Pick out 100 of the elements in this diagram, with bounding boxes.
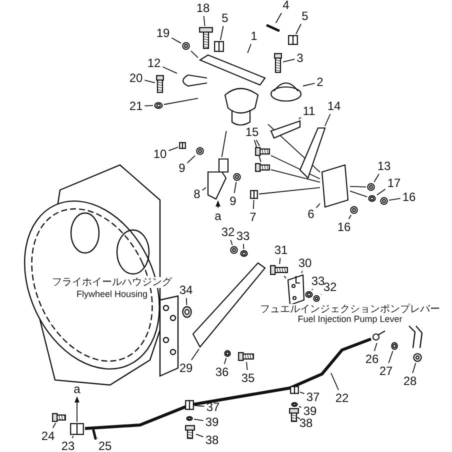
callout-number: 20	[128, 71, 144, 85]
leader-line	[220, 26, 224, 40]
callout-number: 12	[146, 56, 162, 70]
leader-line	[298, 117, 302, 120]
bolt-drawing	[199, 27, 213, 49]
nut-drawing	[196, 147, 204, 155]
pin-drawing	[266, 24, 280, 32]
clip-drawing	[179, 142, 186, 149]
callout-number: 9	[228, 194, 238, 208]
callout-number: 31	[273, 243, 289, 257]
bolt-drawing	[289, 408, 299, 422]
nut-drawing	[230, 246, 238, 254]
leader-line	[191, 348, 200, 360]
leader-line	[196, 434, 204, 438]
leader-line	[72, 436, 74, 438]
bolt-drawing	[255, 147, 270, 156]
callout-number: 35	[240, 371, 256, 385]
callout-number: 8	[192, 187, 202, 201]
leader-line	[202, 187, 206, 191]
nut-drawing	[182, 42, 190, 50]
leader-line	[301, 270, 303, 274]
leader-line	[348, 214, 352, 220]
assembly-line	[258, 187, 320, 194]
callout-number: 23	[60, 439, 76, 452]
nut-drawing	[313, 295, 320, 302]
leader-line	[376, 188, 386, 196]
washer-drawing	[391, 342, 398, 350]
arrow	[74, 396, 80, 422]
callout-number: 37	[305, 390, 321, 404]
bolt-drawing	[185, 425, 195, 439]
callout-number: 1	[250, 29, 258, 43]
assembly-line	[164, 98, 198, 105]
part-name-label: Flywheel Housing	[75, 290, 149, 300]
callout-number: 34	[178, 283, 194, 297]
nut-drawing	[233, 173, 241, 181]
leader-line	[162, 66, 178, 74]
lever-drawing	[207, 158, 229, 200]
callout-number: 39	[302, 404, 318, 418]
callout-number: 19	[155, 26, 171, 40]
plate-drawing	[321, 164, 349, 208]
clip-drawing	[288, 35, 298, 45]
callout-number: 26	[364, 352, 380, 366]
bolt-drawing	[238, 352, 254, 361]
callout-number: 33	[310, 274, 326, 288]
leader-line	[275, 12, 282, 24]
callout-number: 24	[40, 429, 56, 443]
callout-number: 15	[244, 125, 260, 139]
part-name-label: Fuel Injection Pump Lever	[296, 315, 404, 325]
nut-drawing	[380, 197, 388, 205]
leader-line	[186, 155, 196, 164]
pin-drawing	[92, 429, 97, 440]
leader-line	[52, 422, 56, 428]
leader-line	[194, 418, 204, 422]
leader-line	[324, 114, 331, 126]
leader-line	[279, 258, 281, 264]
assembly-line	[270, 169, 320, 183]
bolt-drawing	[274, 53, 282, 73]
callout-number: 21	[128, 99, 144, 113]
nut-drawing	[413, 353, 422, 362]
leader-line	[254, 140, 262, 162]
assembly-line	[221, 130, 227, 158]
callout-number: 5	[220, 11, 230, 25]
assembly-line	[350, 186, 366, 188]
assembly-line	[190, 50, 198, 58]
leader-line	[312, 288, 314, 290]
leader-line	[144, 105, 154, 106]
callout-number: 13	[376, 159, 392, 173]
callout-number: 11	[302, 104, 316, 118]
leader-line	[298, 406, 302, 408]
bolt-drawing	[52, 413, 66, 422]
leader-line	[282, 58, 296, 62]
bracket-drawing	[299, 127, 326, 179]
leader-line	[230, 240, 233, 246]
callout-number: 14	[326, 99, 342, 113]
callout-number: a	[214, 209, 222, 223]
ball-joint-drawing	[372, 330, 386, 342]
washer-drawing	[224, 350, 231, 357]
leader-line	[186, 298, 188, 306]
washer-drawing	[305, 291, 313, 298]
clamp-drawing	[290, 386, 299, 394]
callout-number: 37	[205, 400, 221, 414]
callout-number: 5	[300, 9, 310, 23]
callout-number: 36	[214, 365, 230, 379]
bushing-drawing	[182, 306, 192, 318]
callout-number: 10	[152, 147, 168, 161]
clip-drawing	[250, 190, 258, 199]
leader-line	[247, 44, 252, 54]
callout-number: 32	[220, 225, 236, 239]
bolt-drawing	[156, 75, 164, 93]
callout-number: 27	[378, 364, 394, 378]
leader-line	[296, 24, 302, 34]
callout-number: 9	[178, 161, 186, 175]
callout-number: 16	[336, 220, 352, 234]
callout-number: 33	[235, 229, 251, 243]
clamp-drawing	[185, 400, 194, 410]
leader-line	[243, 244, 244, 250]
washer-drawing	[240, 250, 248, 257]
callout-number: 2	[316, 75, 324, 89]
arrow	[215, 200, 221, 208]
leader-line	[302, 82, 316, 86]
